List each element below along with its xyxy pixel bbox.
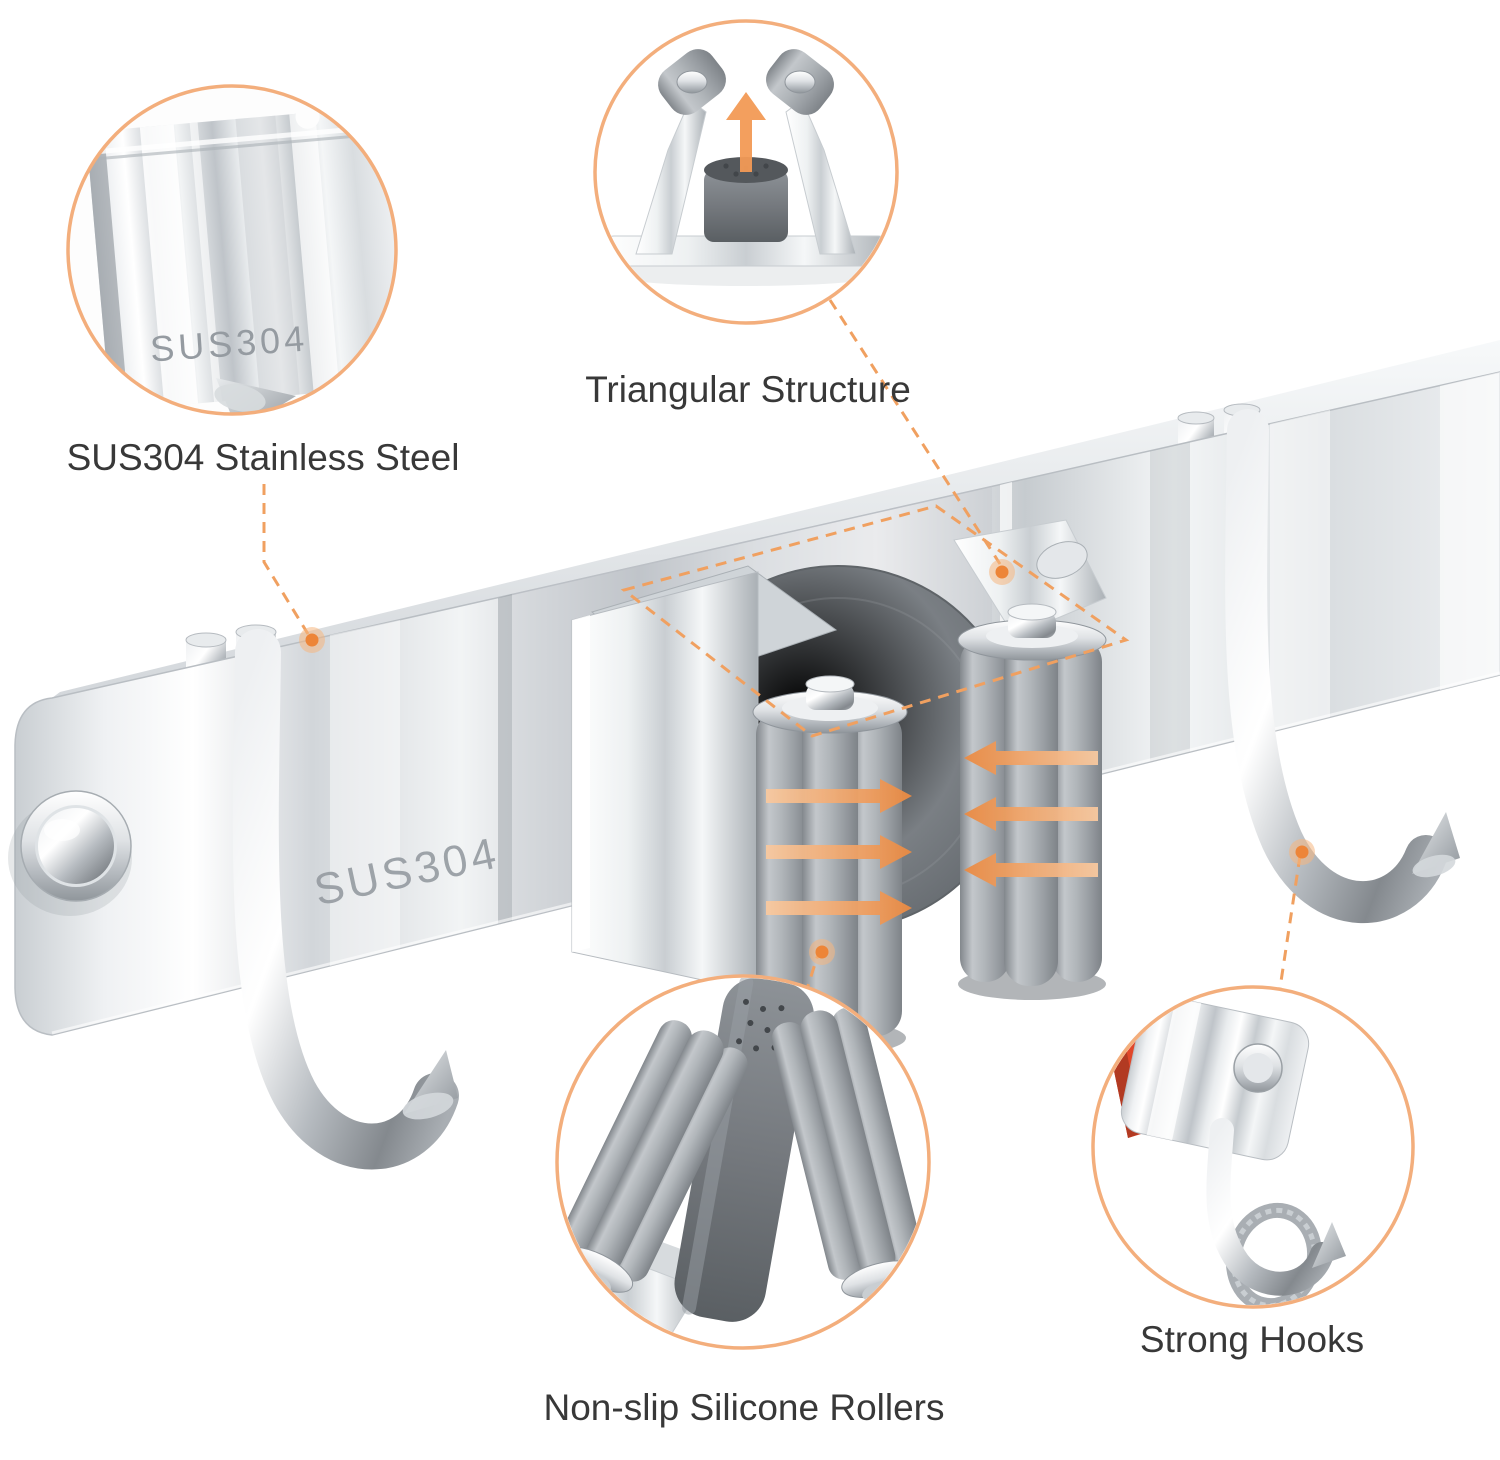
grip-arrows: [766, 741, 1098, 925]
label-stainless: SUS304 Stainless Steel: [67, 437, 460, 478]
label-hooks: Strong Hooks: [1140, 1319, 1364, 1360]
hotspot-dots: [299, 559, 1315, 965]
spring-clip: [571, 519, 1107, 993]
silicone-roller-right: [957, 603, 1107, 1000]
hook-closeup: [1206, 1118, 1334, 1296]
callout-circle-rollers: [555, 974, 931, 1350]
hotspot-rollers: [809, 939, 835, 965]
label-triangular: Triangular Structure: [585, 369, 911, 410]
left-hook: [232, 629, 459, 1170]
roller-closeup-left: [559, 1020, 748, 1294]
hotspot-stainless: [299, 627, 325, 653]
mount-screw: [8, 790, 132, 916]
pole-knob: [704, 170, 788, 242]
hotspot-triangular: [989, 559, 1015, 585]
callout-circle-stainless: SUS304: [66, 84, 398, 416]
projection-outline: [620, 504, 1130, 738]
up-arrow: [726, 92, 766, 172]
hotspot-hooks: [1289, 839, 1315, 865]
callout-circle-hooks: [1091, 985, 1415, 1309]
right-hook: [1225, 409, 1460, 923]
label-rollers: Non-slip Silicone Rollers: [544, 1387, 945, 1428]
hook-plate-closeup: [1120, 995, 1310, 1161]
bar-top-face: [52, 340, 1500, 698]
callout-circle-triangular: [593, 19, 899, 325]
